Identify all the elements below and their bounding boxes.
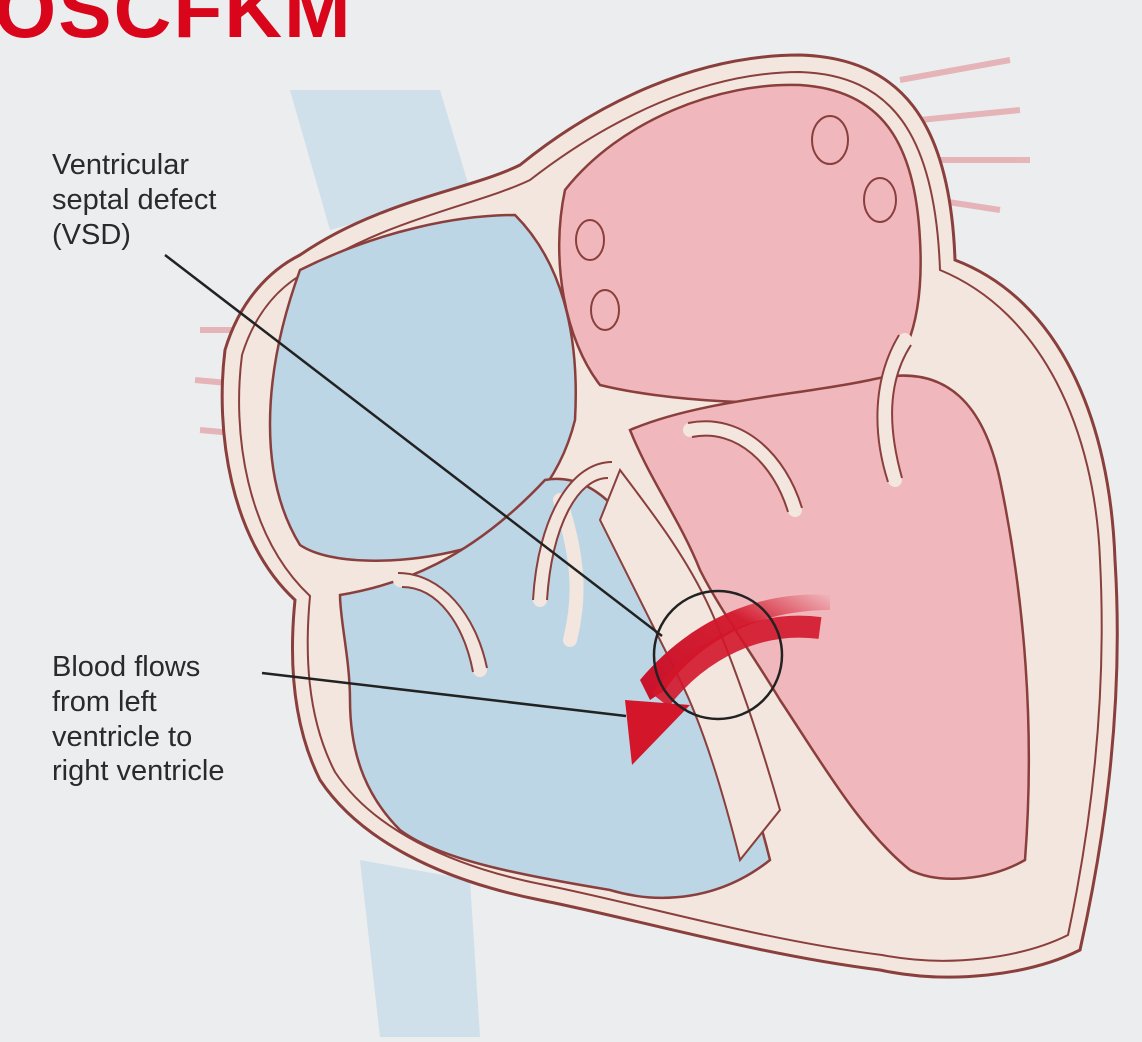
blood-flow-label: Blood flows from left ventricle to right… — [52, 650, 224, 789]
title-fragment: OSCFKM — [0, 0, 353, 50]
inferior-vena-cava — [360, 860, 480, 1037]
vsd-label: Ventricular septal defect (VSD) — [52, 148, 216, 252]
